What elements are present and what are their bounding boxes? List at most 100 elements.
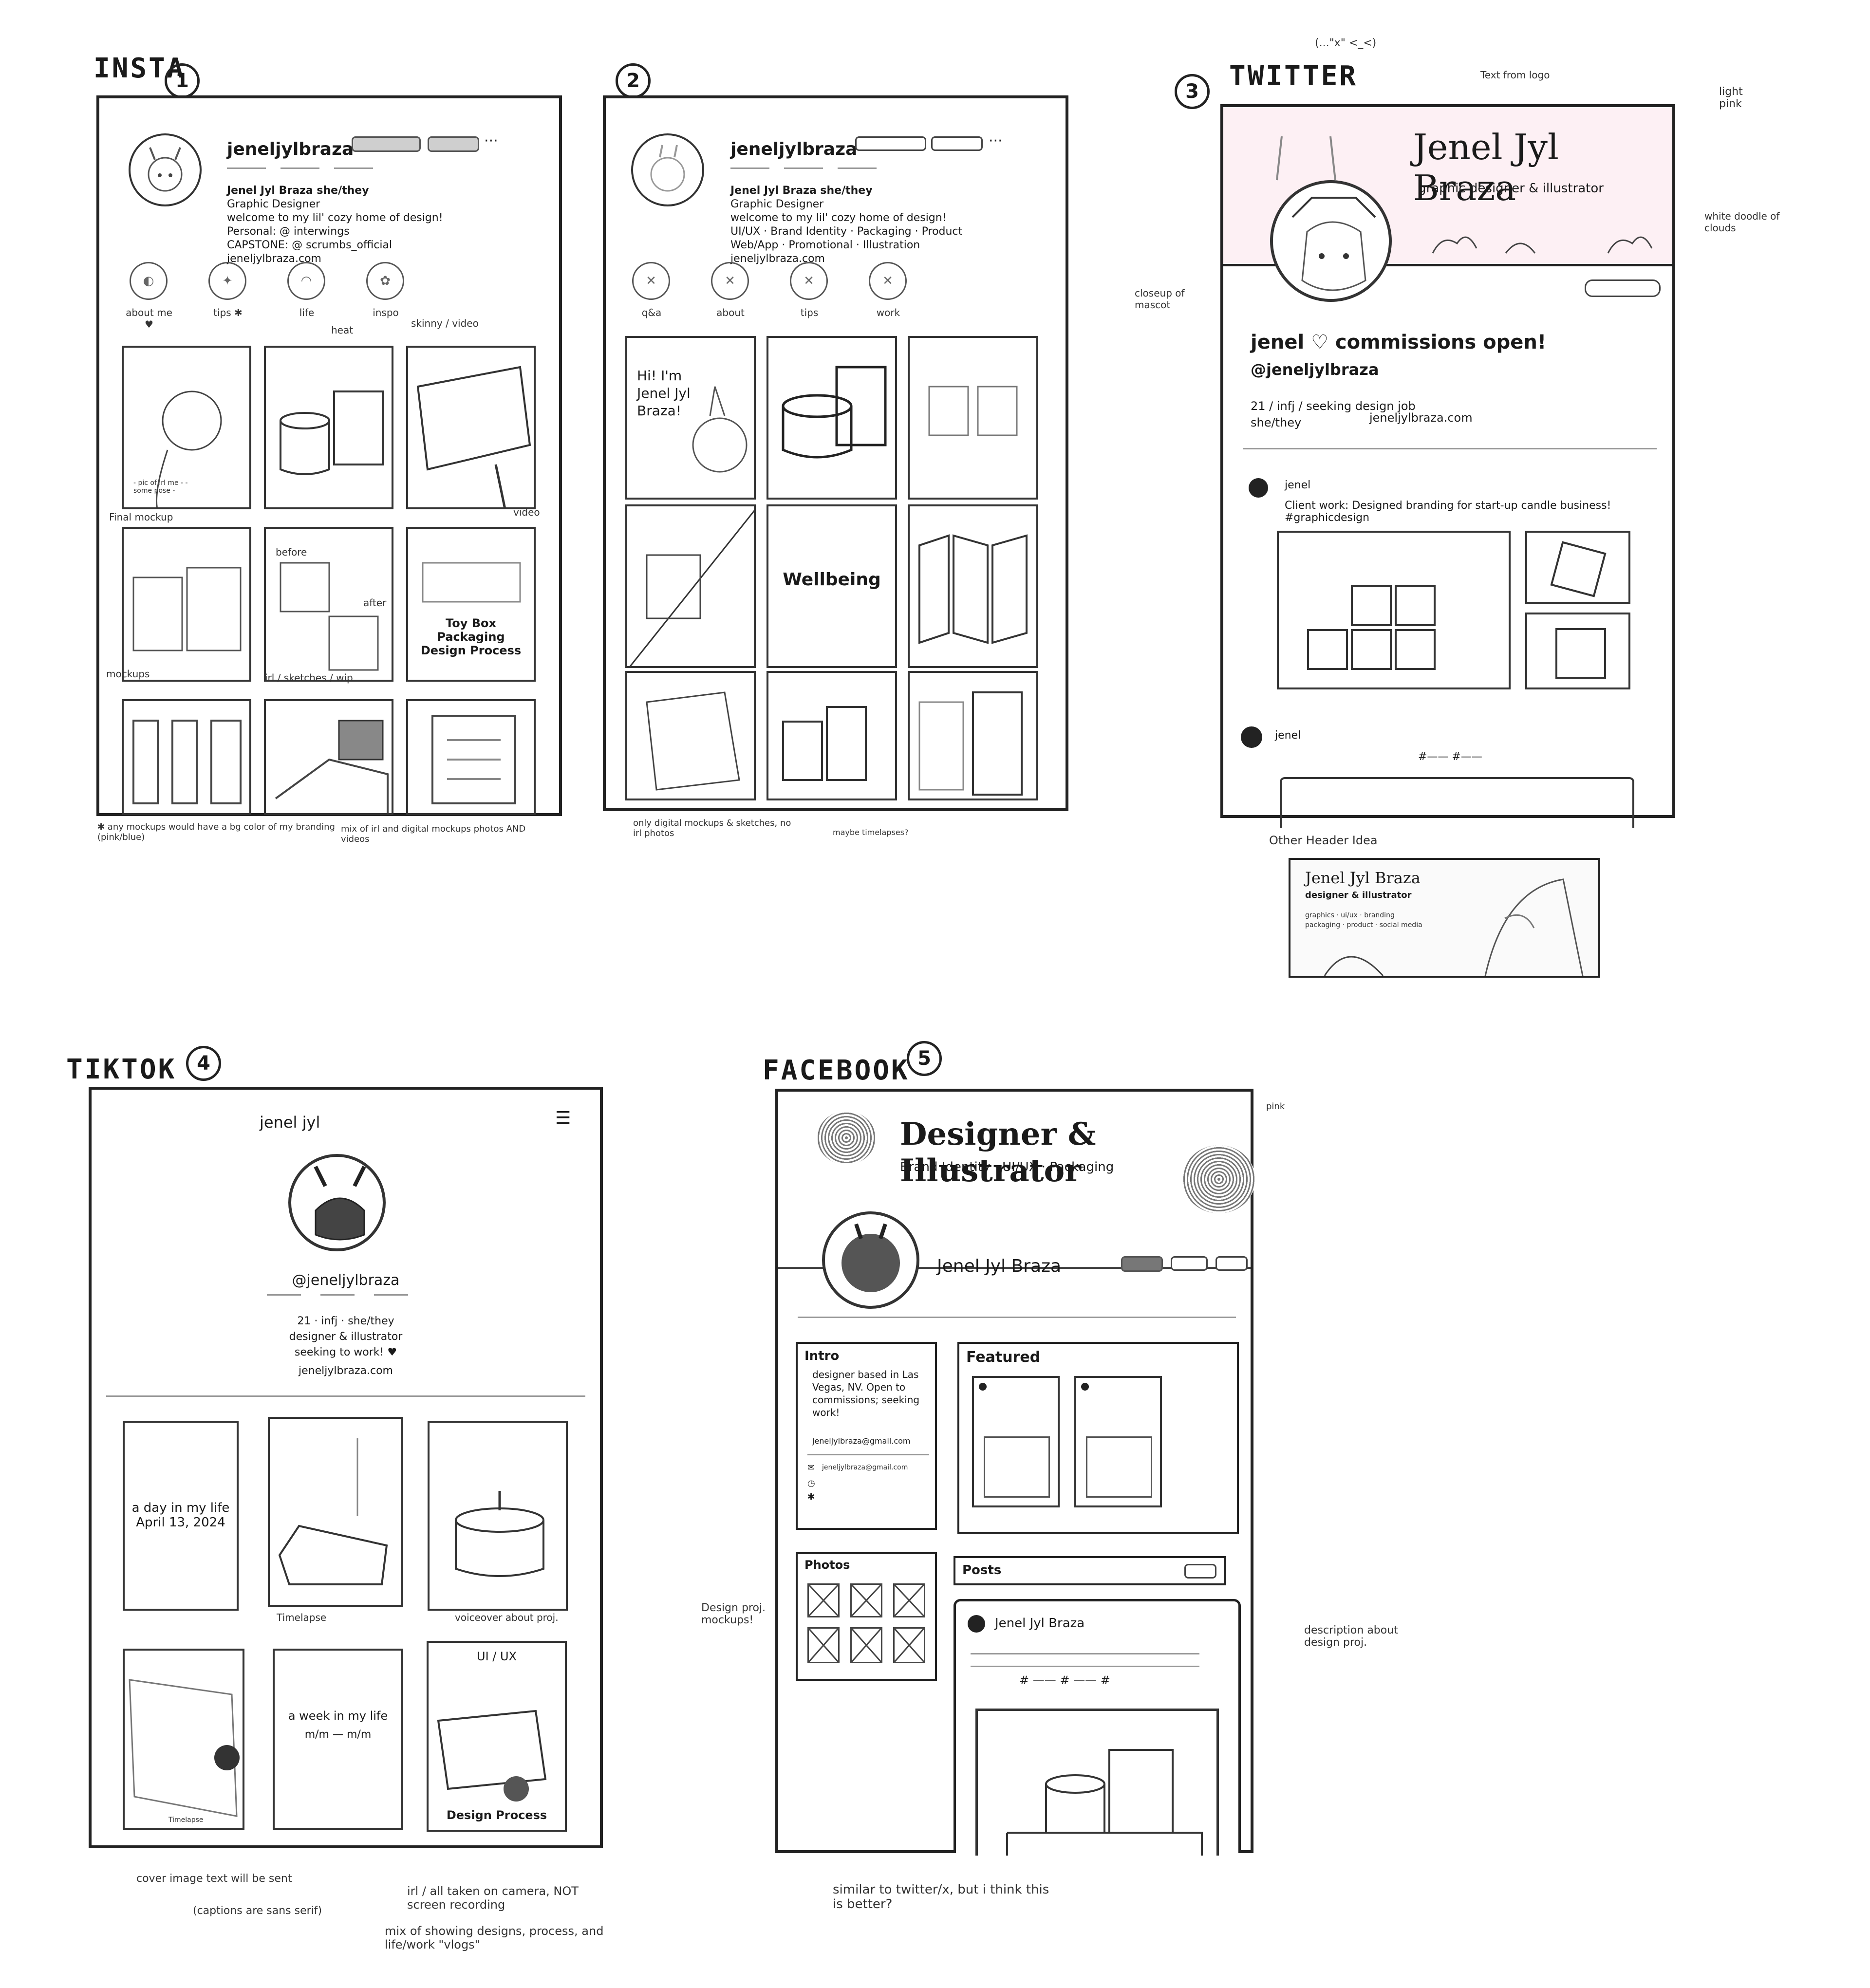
post-tile[interactable]: - pic of irl me - - some pose - xyxy=(122,346,251,509)
highlight-inspo[interactable]: ✿ xyxy=(366,262,404,300)
video-tile[interactable] xyxy=(268,1417,403,1607)
stat-posts xyxy=(227,167,266,169)
tiktok-link[interactable]: jeneljylbraza.com xyxy=(299,1365,393,1377)
highlight-tips[interactable]: ✦ xyxy=(208,262,246,300)
tiktok-bio-3: seeking to work! ♥ xyxy=(294,1346,397,1358)
message-button[interactable] xyxy=(1171,1256,1208,1271)
tiktok-avatar[interactable] xyxy=(288,1154,386,1251)
twitter-link[interactable]: jeneljylbraza.com xyxy=(1369,411,1473,425)
facebook-title: FACEBOOK xyxy=(763,1055,910,1086)
post-tile[interactable] xyxy=(767,336,897,500)
tile-day-in-life: a day in my life April 13, 2024 xyxy=(131,1501,230,1530)
photo-thumb[interactable] xyxy=(850,1583,882,1617)
video-tile[interactable]: Timelapse xyxy=(123,1649,244,1830)
post-tile[interactable] xyxy=(264,346,393,509)
more-icon[interactable]: ··· xyxy=(989,132,1003,149)
header-name: Jenel Jyl Braza xyxy=(1413,127,1559,208)
post-tile[interactable] xyxy=(625,671,756,800)
post-image-partial[interactable] xyxy=(1280,777,1634,828)
post-tile[interactable] xyxy=(908,336,1038,500)
featured-item[interactable] xyxy=(972,1376,1060,1507)
post-tile[interactable] xyxy=(122,527,251,682)
highlight-qa[interactable]: ✕ xyxy=(632,262,670,300)
mascot-icon xyxy=(148,147,183,192)
post-tile[interactable] xyxy=(406,346,536,509)
insta-avatar[interactable] xyxy=(129,133,202,206)
twitter-bio-2: she/they xyxy=(1251,416,1302,429)
post-image-main[interactable] xyxy=(1277,531,1511,689)
stat-following xyxy=(267,1294,301,1296)
twitter-avatar[interactable] xyxy=(1270,180,1392,302)
selfie-sketch xyxy=(156,390,222,507)
post-tile[interactable] xyxy=(908,671,1038,800)
post-name: Jenel Jyl Braza xyxy=(995,1616,1085,1631)
photo-thumb[interactable] xyxy=(893,1627,925,1663)
insta2-link[interactable]: jeneljylbraza.com xyxy=(730,253,825,265)
post-user: jenel xyxy=(1275,729,1301,742)
photo-thumb[interactable] xyxy=(807,1583,840,1617)
highlight-life[interactable]: ◠ xyxy=(287,262,325,300)
post-image-side[interactable] xyxy=(1525,531,1630,604)
highlight-about[interactable]: ◐ xyxy=(130,262,168,300)
post-text-line xyxy=(971,1666,1199,1667)
post-avatar[interactable] xyxy=(968,1615,985,1633)
post-tile[interactable] xyxy=(625,504,756,668)
message-button[interactable] xyxy=(428,136,479,152)
featured-image xyxy=(984,1436,1050,1498)
insta2-avatar[interactable] xyxy=(631,133,704,206)
post-tile[interactable]: Hi! I'm Jenel Jyl Braza! xyxy=(625,336,756,500)
post-image[interactable] xyxy=(975,1709,1219,1856)
post-tile[interactable] xyxy=(908,504,1038,668)
intro-email[interactable]: jeneljylbraza@gmail.com xyxy=(812,1436,911,1446)
post-tile[interactable] xyxy=(767,671,897,800)
tiktok-title: TIKTOK xyxy=(66,1054,177,1085)
intro-email-2[interactable]: jeneljylbraza@gmail.com xyxy=(822,1464,908,1471)
follow-button[interactable] xyxy=(352,136,421,152)
twitter-clouds-note: white doodle of clouds xyxy=(1704,210,1780,234)
insta-link[interactable]: jeneljylbraza.com xyxy=(227,253,321,265)
tile-note: Final mockup xyxy=(109,511,173,523)
post-tile[interactable] xyxy=(122,699,251,815)
follow-button[interactable] xyxy=(855,136,926,151)
video-tile[interactable]: a week in my life m/m — m/m xyxy=(273,1649,403,1830)
twitter-frame: Jenel Jyl Braza graphic designer & illus… xyxy=(1220,104,1675,828)
mockup-panels-sketch xyxy=(132,720,242,804)
post-tile[interactable] xyxy=(406,699,536,815)
follow-button[interactable] xyxy=(1585,279,1661,297)
post-tile[interactable] xyxy=(264,699,393,815)
post-avatar[interactable] xyxy=(1241,726,1262,748)
tile-design-process: Design Process xyxy=(446,1808,547,1822)
post-card: Jenel Jyl Braza # —— # —— # xyxy=(954,1599,1241,1856)
video-tile[interactable] xyxy=(428,1421,568,1611)
highlight-tips[interactable]: ✕ xyxy=(790,262,828,300)
mascot-icon xyxy=(314,1166,366,1241)
tiktok-frame: jenel jyl ☰ @jeneljylbraza 21 · infj · s… xyxy=(89,1087,603,1848)
filter-button[interactable] xyxy=(1184,1564,1216,1579)
video-tile[interactable]: a day in my life April 13, 2024 xyxy=(123,1421,239,1611)
add-friend-button[interactable] xyxy=(1121,1256,1163,1272)
photo-thumb[interactable] xyxy=(850,1627,882,1663)
post-image-side[interactable] xyxy=(1525,613,1630,689)
more-icon[interactable]: ··· xyxy=(484,132,498,149)
tile-note: before xyxy=(276,546,307,558)
post-tile[interactable]: Toy Box Packaging Design Process xyxy=(406,527,536,682)
message-button[interactable] xyxy=(931,136,983,151)
menu-icon[interactable]: ☰ xyxy=(555,1108,571,1128)
highlight-about[interactable]: ✕ xyxy=(711,262,749,300)
video-tile[interactable]: UI / UX Design Process xyxy=(427,1641,567,1832)
box-mockup-sketch xyxy=(132,567,242,651)
highlight-work[interactable]: ✕ xyxy=(869,262,907,300)
tile-small-text: - pic of irl me - - some pose - xyxy=(133,479,188,495)
stat-following xyxy=(838,167,877,169)
photo-thumb[interactable] xyxy=(893,1583,925,1617)
post-tile[interactable]: before after xyxy=(264,527,393,682)
post-tile[interactable]: Wellbeing xyxy=(767,504,897,668)
other-header-title: Other Header Idea xyxy=(1269,834,1378,847)
post-tags: # —— # —— # xyxy=(1019,1673,1110,1687)
photos-card: Photos xyxy=(796,1552,937,1681)
post-avatar[interactable] xyxy=(1249,478,1268,498)
featured-item[interactable] xyxy=(1074,1376,1162,1507)
more-button[interactable] xyxy=(1216,1256,1248,1271)
photo-thumb[interactable] xyxy=(807,1627,840,1663)
facebook-avatar[interactable] xyxy=(822,1211,919,1309)
